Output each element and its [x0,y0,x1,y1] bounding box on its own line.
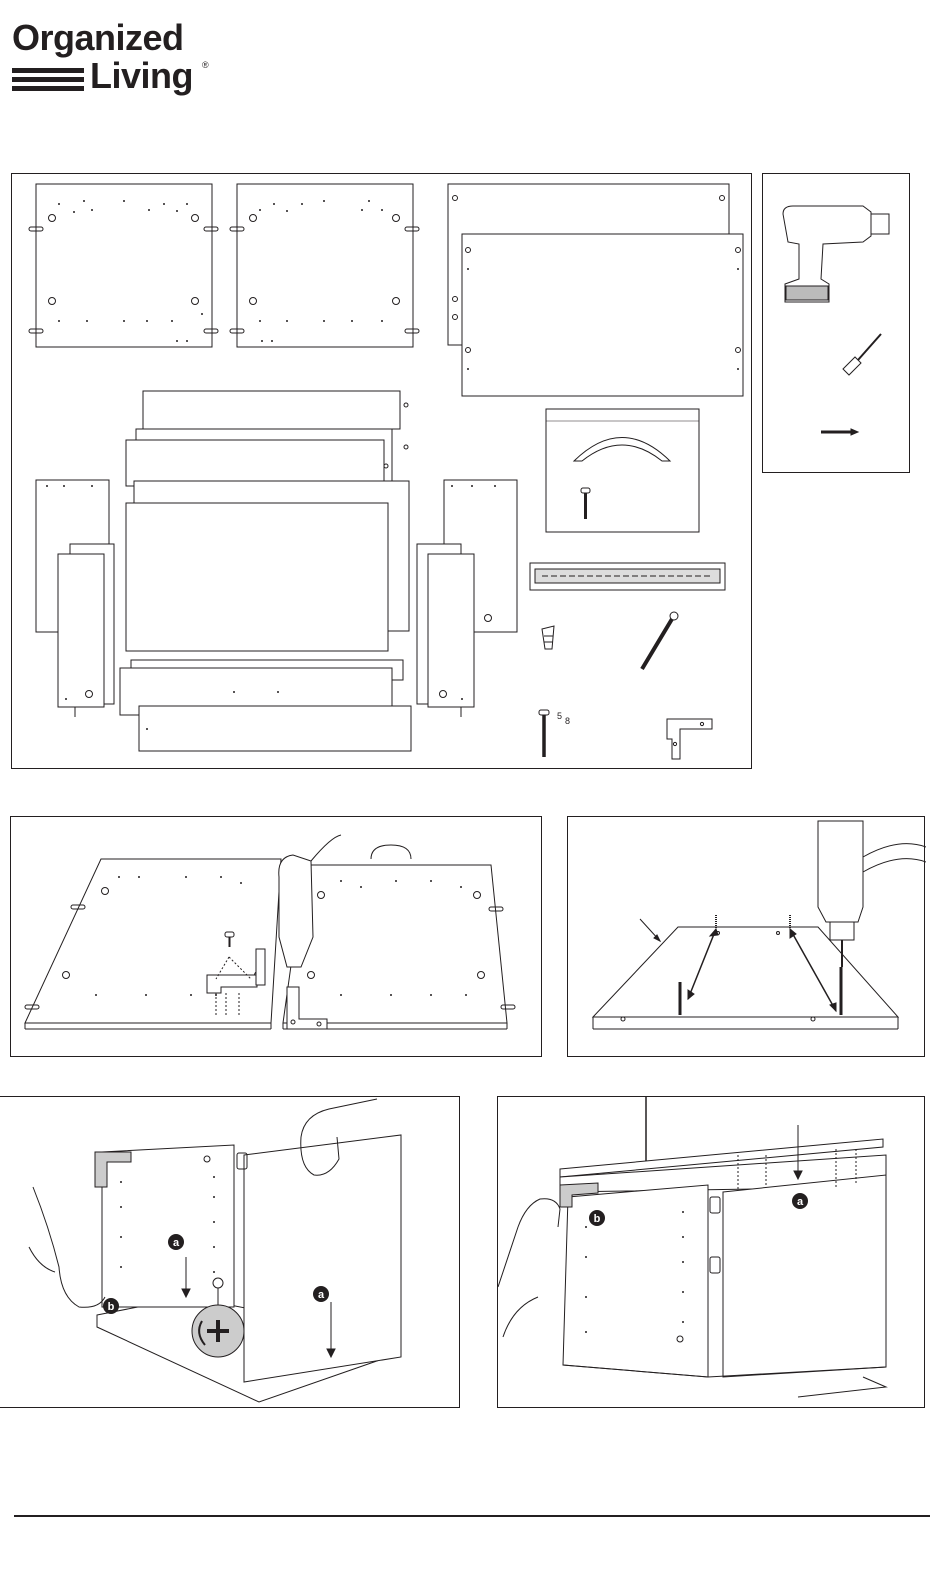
step-join-sides-panel: a a b [0,1096,460,1408]
side-panel-right [230,184,419,347]
callout-b: b [589,1210,605,1226]
screw-length-a: 5 [557,711,562,721]
screwdriver-icon [843,334,881,375]
handle-package [546,409,699,532]
callout-a: a [792,1193,808,1209]
footer-rule [14,1515,930,1517]
parts-overview-panel: 5 8 [11,173,752,769]
cam-bolt-icon [542,626,554,649]
top-bottom-panels [448,184,743,396]
step-insert-dowels-panel [567,816,925,1057]
cabinet-side-right [237,1135,401,1382]
brand-bars-icon [12,68,84,95]
step-attach-top-panel: a b [497,1096,925,1408]
svg-text:b: b [594,1213,601,1225]
brand-name-line1: Organized [12,18,184,58]
corner-bracket-icon [667,719,712,759]
svg-text:b: b [108,1301,115,1313]
svg-text:a: a [173,1237,180,1249]
callout-b: b [103,1298,119,1314]
side-panel-flat-right [283,865,515,1029]
tools-panel [762,173,910,473]
brand-logo: Organized Living ® [12,18,212,98]
drawer-sides-left [36,480,114,717]
cabinet-body [563,1175,886,1397]
step-attach-bracket-panel [10,816,542,1057]
hand-left-icon [498,1199,560,1337]
drill-bit-icon [821,429,858,435]
drawer-parts-stack [120,391,411,751]
registered-mark: ® [202,60,209,70]
side-panel-flat-left [25,859,281,1029]
svg-text:a: a [797,1196,804,1208]
svg-text:a: a [318,1289,325,1301]
side-panel-left [29,184,218,347]
dowel-screw-icon [642,612,678,669]
cabinet-side-left [102,1145,234,1307]
long-screw-icon [539,710,549,757]
drill-icon [783,206,889,302]
screw-length-b: 8 [565,716,570,726]
brand-name-line2: Living [90,56,193,96]
drawer-sides-right [417,480,517,717]
hand-left-icon [29,1187,105,1307]
drawer-slide-icon [530,563,725,590]
bottom-panel-flat [593,927,898,1029]
